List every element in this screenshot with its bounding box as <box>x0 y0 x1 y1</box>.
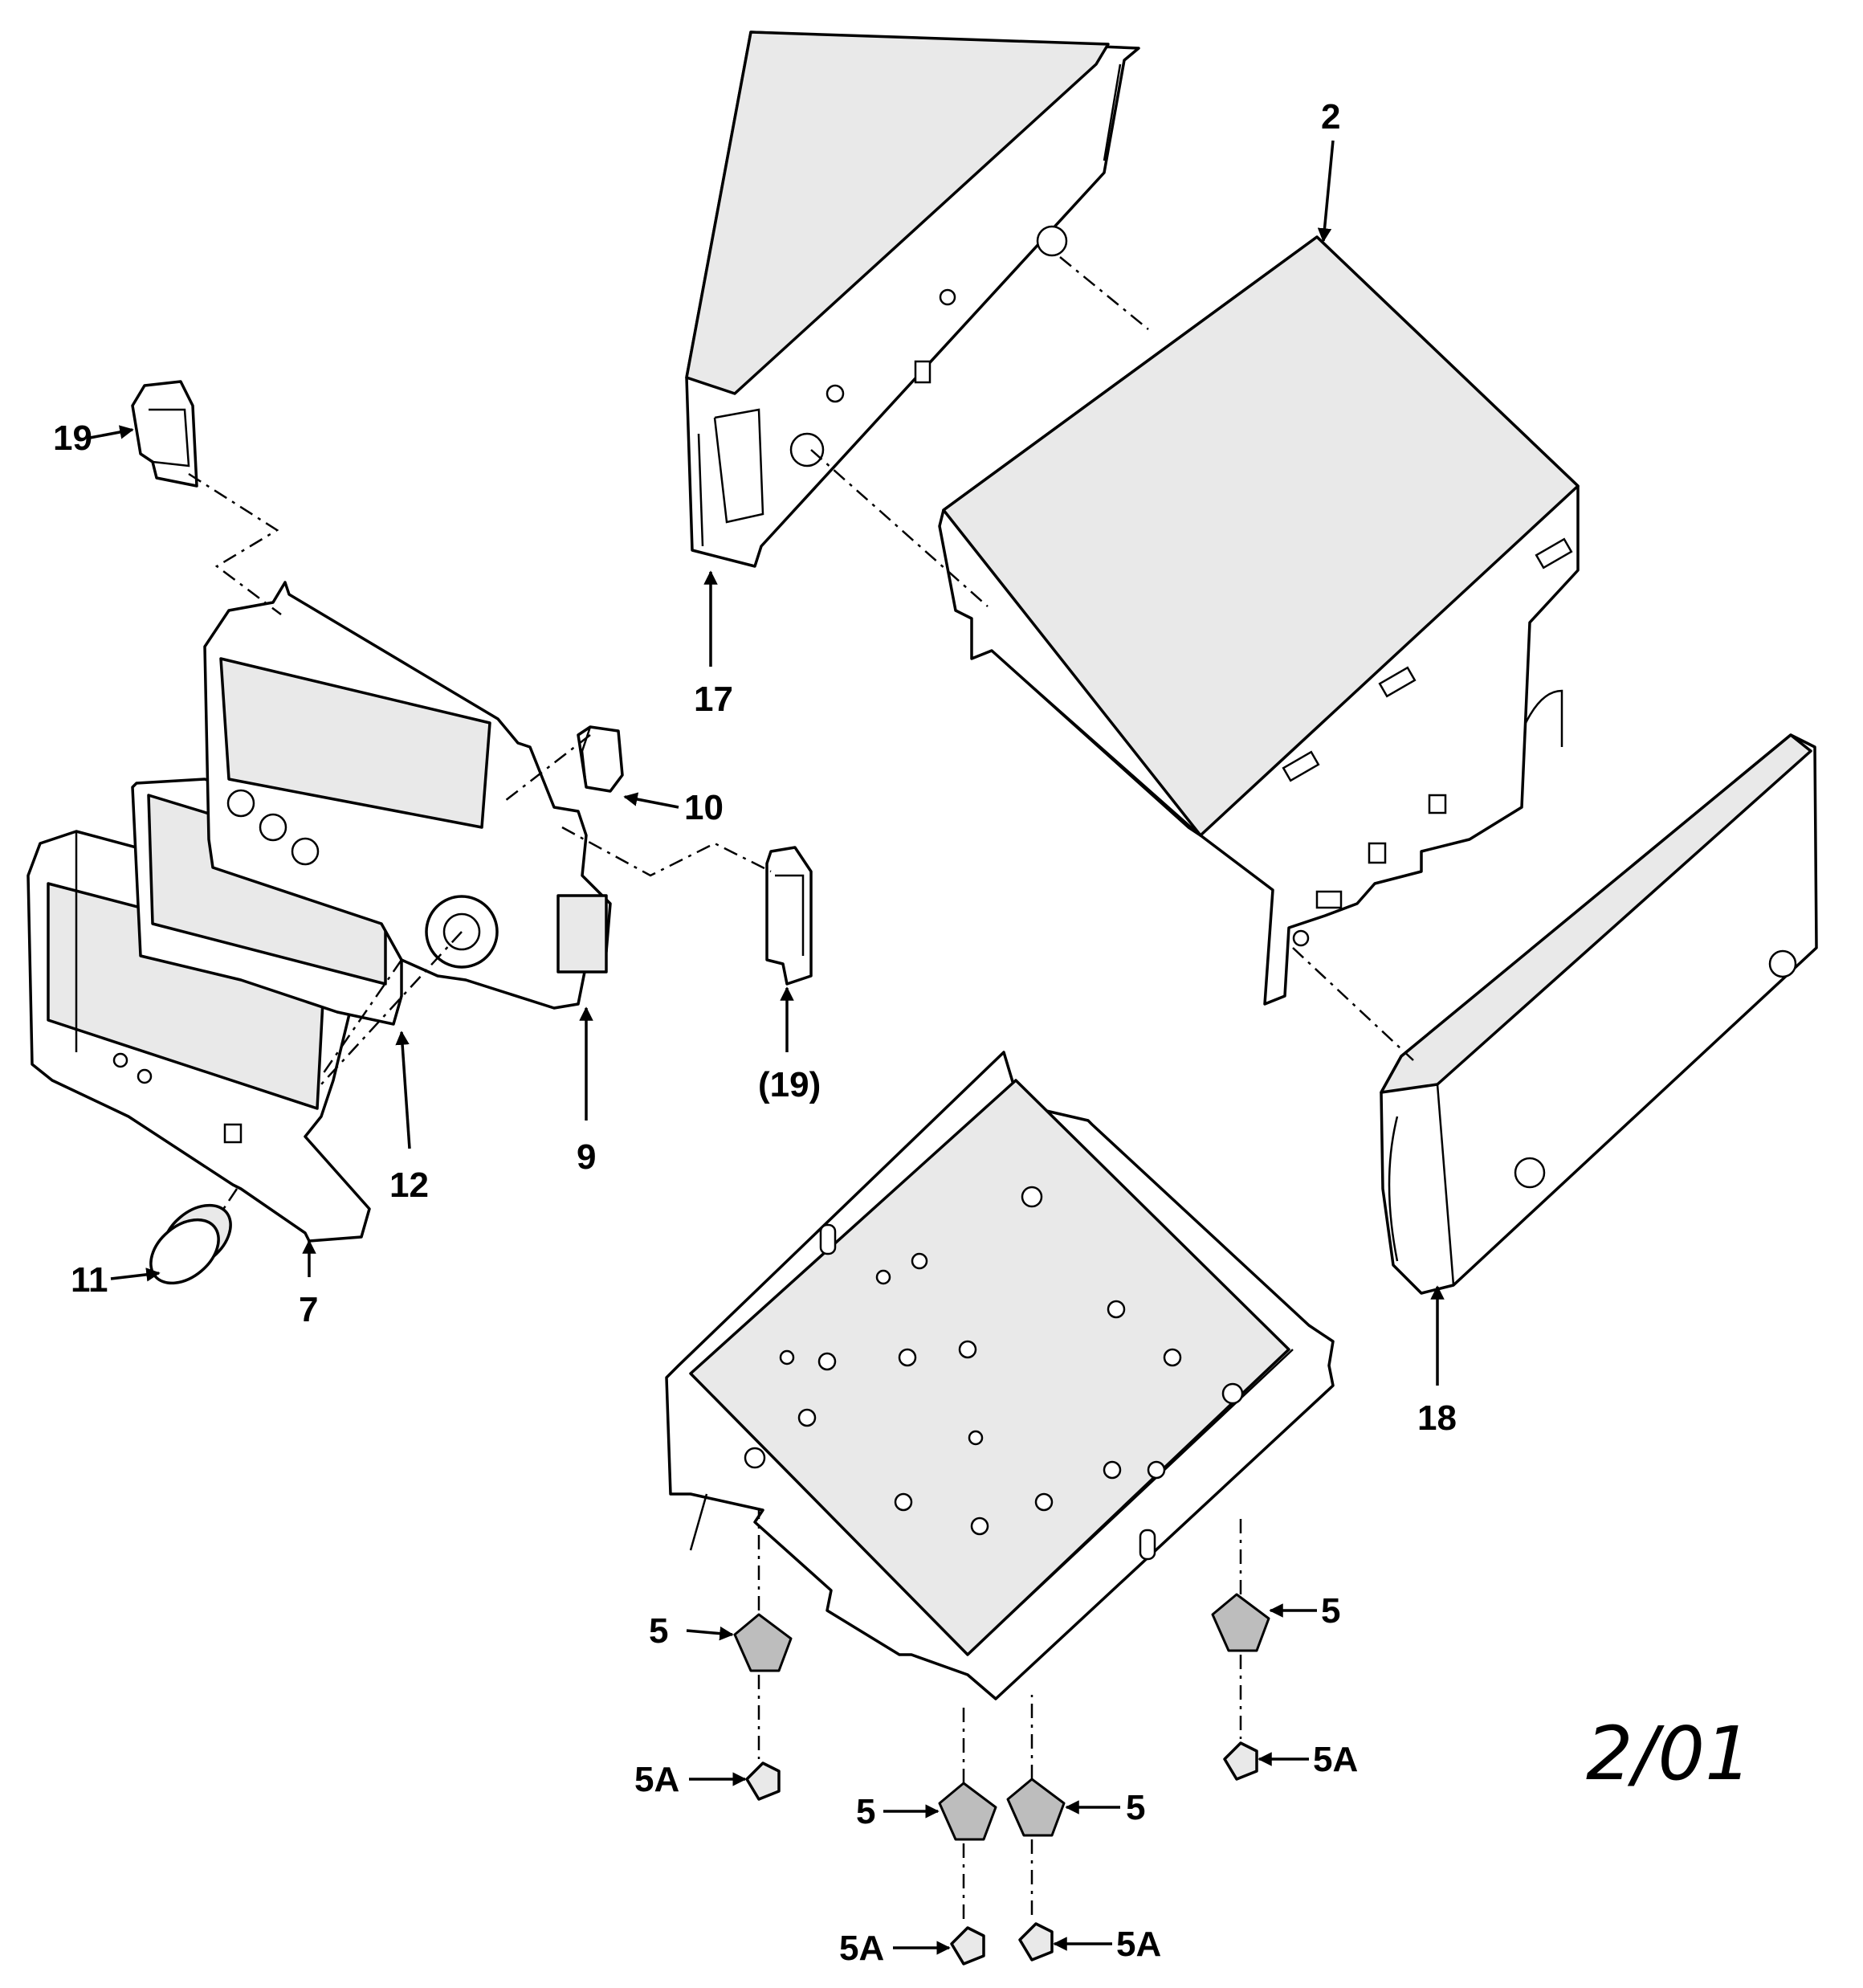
top-cover-2 <box>938 235 1580 1006</box>
callout-5-bottom-right: 5 <box>1126 1788 1145 1827</box>
callout-5a-bottom-left: 5A <box>839 1929 884 1968</box>
leader-arrows <box>89 140 1445 1955</box>
callout-17: 17 <box>694 680 733 719</box>
bracket-10 <box>577 725 624 793</box>
callout-5-right: 5 <box>1321 1591 1340 1631</box>
pad-5a-bottom-left <box>950 1926 985 1966</box>
callout-10: 10 <box>684 788 724 827</box>
callout-5-left: 5 <box>649 1611 668 1651</box>
callout-11: 11 <box>71 1260 108 1300</box>
foot-5-left <box>733 1613 793 1672</box>
callout-5a-bottom-right: 5A <box>1116 1925 1161 1964</box>
bracket-19 <box>131 380 198 488</box>
callout-7: 7 <box>299 1290 318 1329</box>
callout-19-paren: (19) <box>758 1065 821 1104</box>
knob-11 <box>149 1203 232 1285</box>
foot-5-bottom-left <box>938 1782 997 1841</box>
callout-5a-right: 5A <box>1313 1740 1358 1779</box>
pad-5a-left <box>745 1761 781 1801</box>
foot-5-right <box>1211 1593 1270 1652</box>
callout-19: 19 <box>53 418 92 458</box>
callout-18: 18 <box>1417 1398 1457 1438</box>
callout-5a-left: 5A <box>634 1760 679 1799</box>
callout-2: 2 <box>1321 97 1340 137</box>
assembly-lines <box>188 256 1414 1924</box>
right-side-panel-18 <box>1380 733 1818 1295</box>
pad-5a-bottom-right <box>1018 1922 1054 1961</box>
callout-12: 12 <box>389 1165 429 1205</box>
front-chassis <box>203 581 612 1010</box>
bracket-19-alt <box>765 846 813 986</box>
pad-5a-right <box>1223 1741 1258 1781</box>
callout-5-bottom-left: 5 <box>856 1792 875 1831</box>
left-side-panel-17 <box>685 31 1140 568</box>
bottom-chassis <box>665 1051 1335 1700</box>
callout-9: 9 <box>577 1137 596 1177</box>
date-stamp: 2/01 <box>1586 1711 1752 1797</box>
foot-5-bottom-right <box>1006 1778 1066 1837</box>
